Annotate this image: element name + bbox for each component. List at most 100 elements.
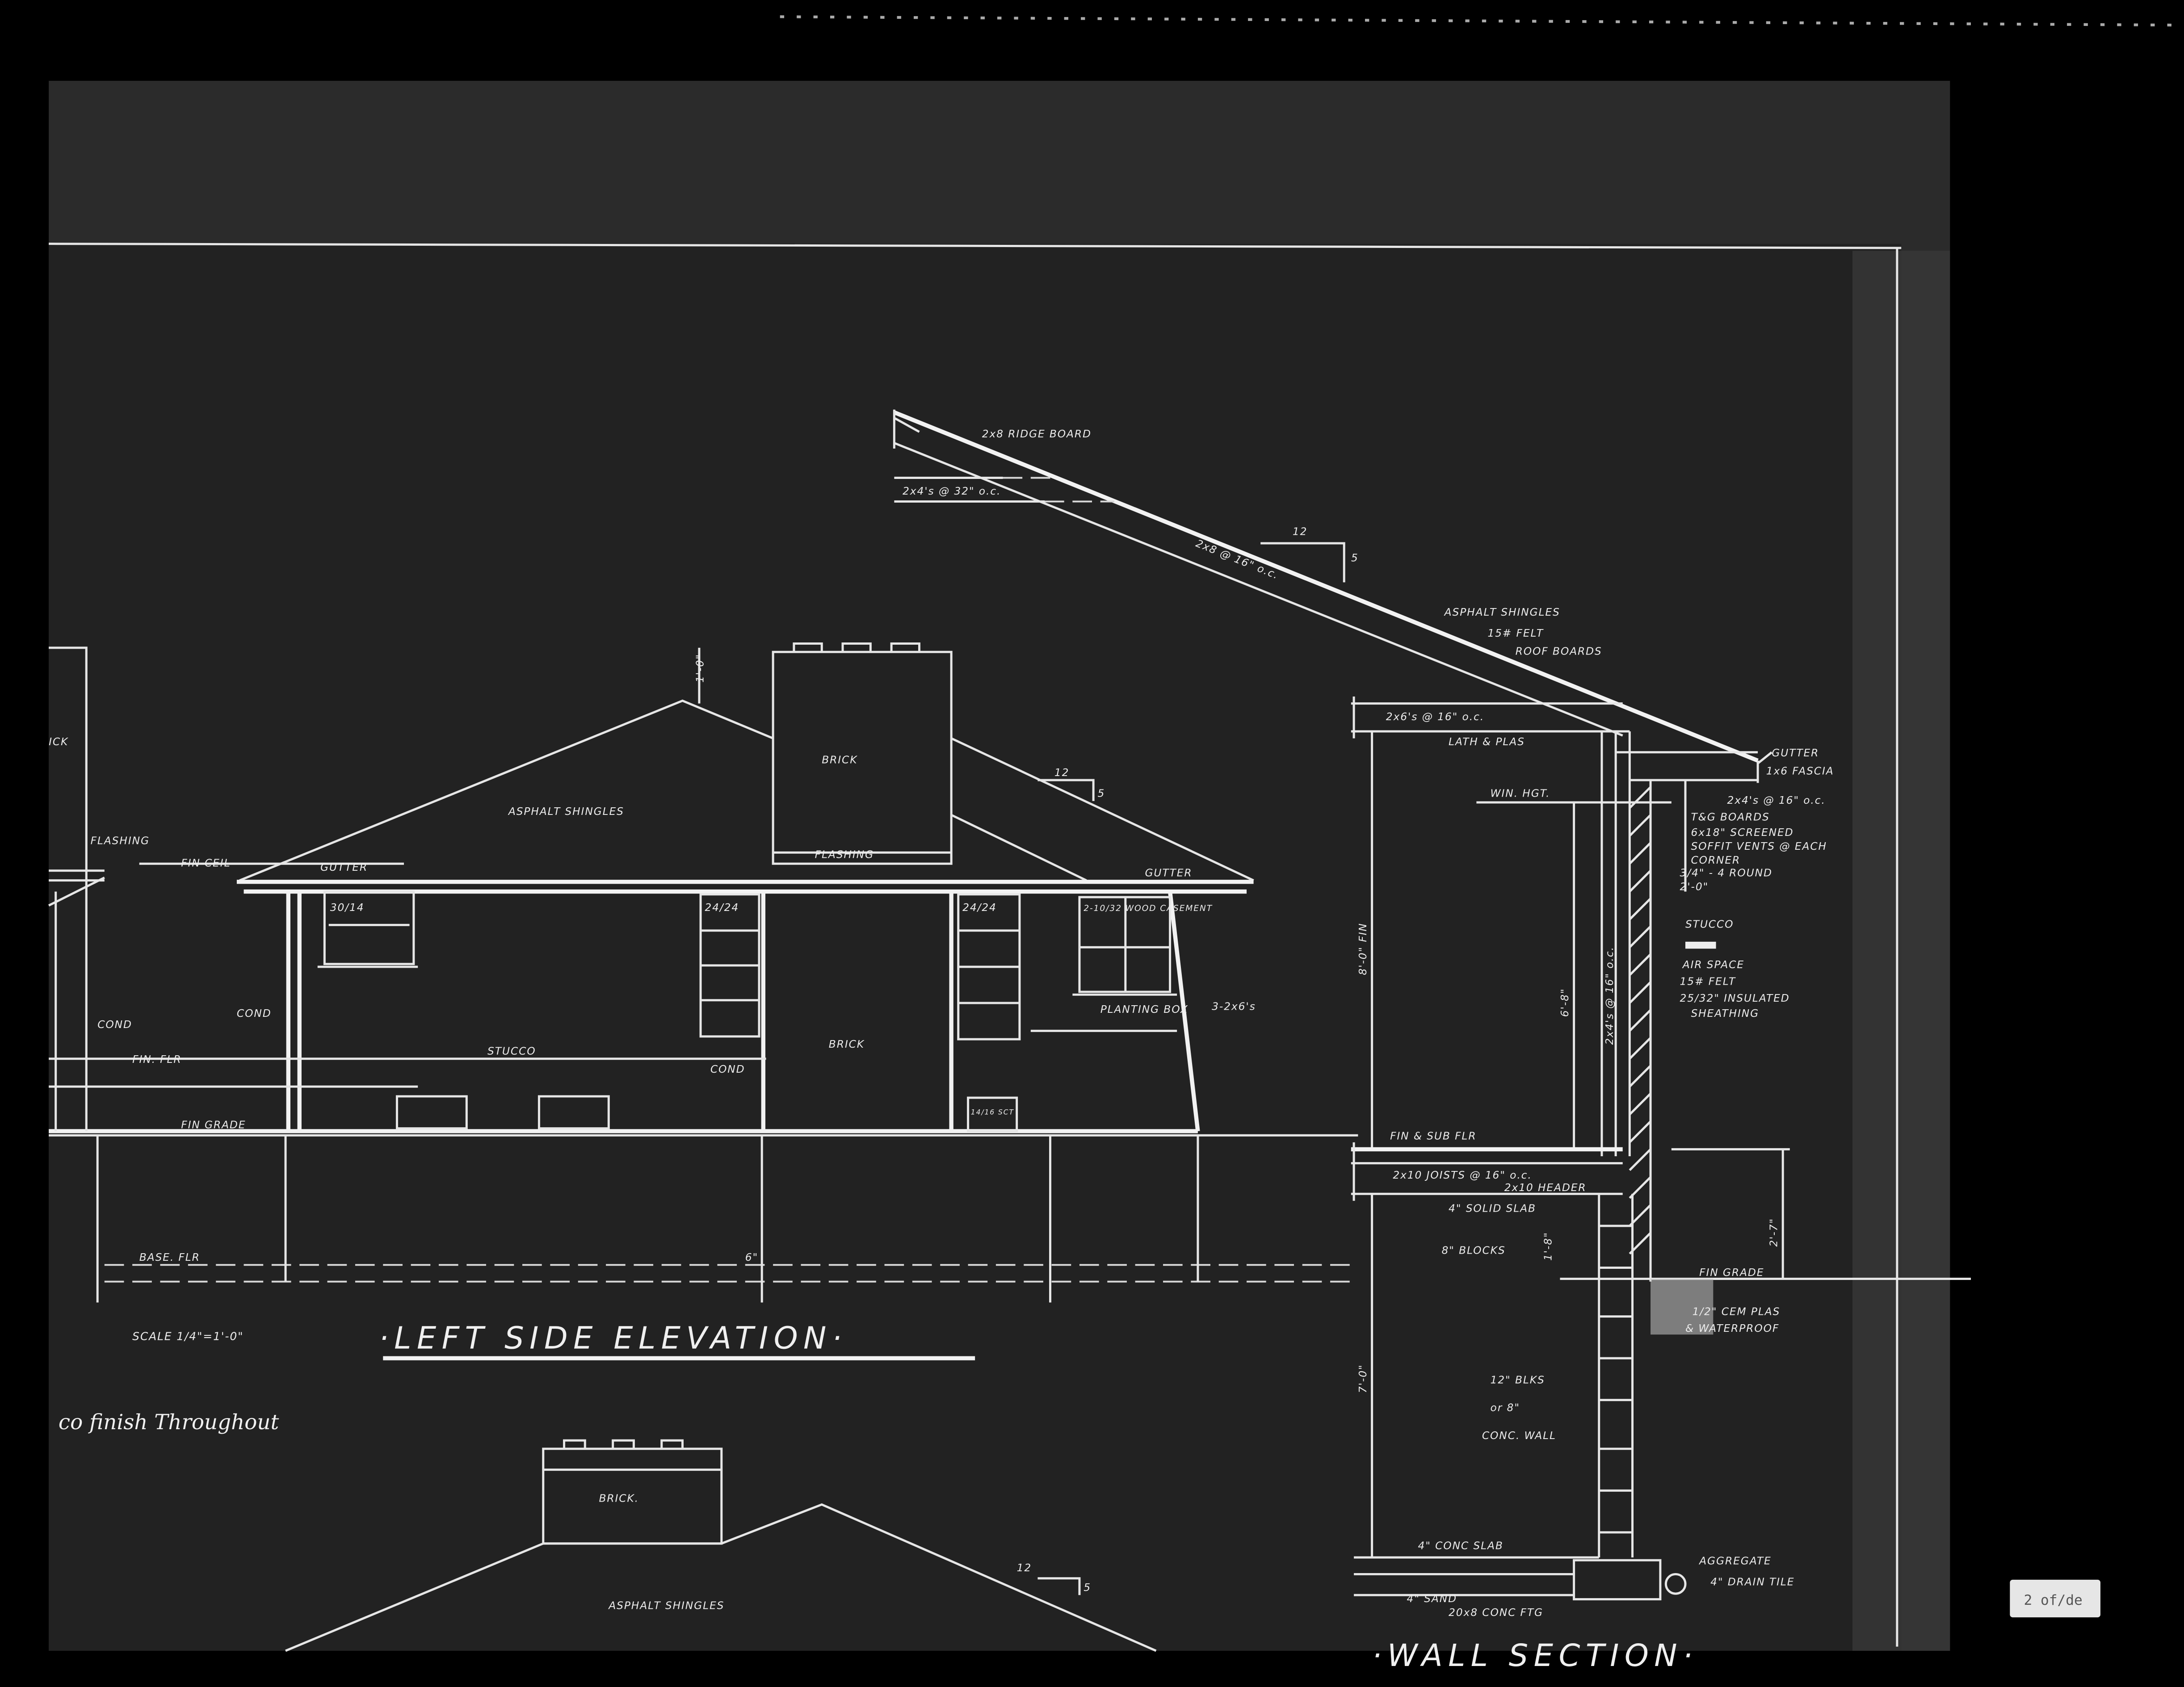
label-cem-plas: 1/2" CEM PLAS bbox=[1693, 1305, 1781, 1318]
chimney-flashing bbox=[698, 647, 952, 854]
wall-studs bbox=[1600, 731, 1652, 1282]
label-air-space: AIR SPACE bbox=[1682, 958, 1744, 971]
hip-roof bbox=[239, 699, 1254, 881]
drain-tile bbox=[1664, 1573, 1687, 1595]
lower-pitch-symbol bbox=[1037, 1577, 1081, 1595]
label-flashing: FLASHING bbox=[815, 848, 874, 861]
left-side-elevation: BRICK FLASHING FLASHING ASPHALT SHINGLES… bbox=[48, 642, 1358, 1435]
grade-line bbox=[1560, 1148, 1971, 1280]
label-header: 2x10 HEADER bbox=[1504, 1181, 1587, 1194]
label-collar: 2x4's @ 32" o.c. bbox=[903, 485, 1001, 497]
label-window-2: 24/24 bbox=[705, 901, 739, 914]
label-window-1: 30/14 bbox=[330, 901, 365, 914]
label-lower-brick: BRICK. bbox=[599, 1492, 638, 1504]
elevation-title: ·LEFT SIDE ELEVATION· bbox=[379, 1320, 847, 1356]
dimension-lines bbox=[1371, 731, 1687, 1150]
label-posts: 3-2x6's bbox=[1212, 1000, 1256, 1013]
label-blocks: 8" BLOCKS bbox=[1441, 1244, 1505, 1256]
label-shingles: ASPHALT SHINGLES bbox=[508, 805, 624, 818]
label-sand: 4" SAND bbox=[1407, 1592, 1457, 1605]
label-fin-grade: FIN GRADE bbox=[181, 1119, 246, 1131]
label-cond-1: COND bbox=[97, 1018, 132, 1031]
label-footing: 20x8 CONC FTG bbox=[1449, 1606, 1543, 1619]
label-gutter-right: GUTTER bbox=[1145, 866, 1192, 879]
pitch-symbol bbox=[1260, 542, 1345, 583]
label-shingles: ASPHALT SHINGLES bbox=[1444, 606, 1560, 618]
label-flashing-left: FLASHING bbox=[91, 835, 150, 847]
label-win-hgt: WIN. HGT. bbox=[1491, 787, 1550, 800]
label-base-dim: 7'-0" bbox=[1357, 1364, 1369, 1393]
label-stucco: STUCCO bbox=[1685, 918, 1734, 931]
sheet-tag-text: 2 of/de bbox=[2024, 1592, 2083, 1608]
sheet-tag bbox=[2010, 1579, 2100, 1618]
label-tg: T&G BOARDS bbox=[1691, 811, 1769, 823]
elev-pitch-symbol bbox=[1037, 779, 1095, 801]
finish-note: co finish Throughout bbox=[59, 1410, 279, 1435]
label-window-3: 24/24 bbox=[962, 901, 997, 914]
label-aggregate: AGGREGATE bbox=[1698, 1555, 1771, 1567]
drawing-area bbox=[49, 243, 1902, 1651]
label-blks-3: CONC. WALL bbox=[1482, 1429, 1556, 1442]
label-blks: 12" BLKS bbox=[1491, 1373, 1545, 1386]
lower-roof-elevation: BRICK. ASPHALT SHINGLES 12 5 bbox=[285, 1439, 1157, 1652]
label-insulated: 25/32" INSULATED bbox=[1680, 992, 1790, 1004]
label-lower-shingles: ASPHALT SHINGLES bbox=[608, 1599, 724, 1611]
label-block-dim: 1'-8" bbox=[1542, 1232, 1554, 1261]
label-pitch-run: 12 bbox=[1054, 766, 1069, 779]
stucco-swatch bbox=[1685, 941, 1716, 949]
label-sheathing: SHEATHING bbox=[1691, 1007, 1759, 1020]
label-fin-ceil: FIN CEIL bbox=[181, 856, 231, 869]
sheet-border bbox=[49, 243, 1902, 1647]
label-lower-pitch-run: 12 bbox=[1017, 1561, 1032, 1574]
label-fin-grade: FIN GRADE bbox=[1699, 1266, 1764, 1279]
planting-box bbox=[1030, 897, 1177, 1032]
chimney bbox=[772, 650, 953, 865]
label-base-flr: BASE. FLR bbox=[139, 1251, 200, 1263]
label-casement: 2-10/32 WOOD CASEMENT bbox=[1084, 904, 1213, 913]
basement-slab bbox=[1354, 1194, 1599, 1596]
label-studs: 2x4's @ 16" o.c. bbox=[1603, 946, 1616, 1045]
fin-ceil-line bbox=[49, 862, 404, 882]
label-lath: LATH & PLAS bbox=[1449, 735, 1525, 748]
label-conc-slab: 4" CONC SLAB bbox=[1418, 1539, 1503, 1552]
label-win-dim: 6'-8" bbox=[1558, 988, 1571, 1017]
wall-section-title: ·WALL SECTION· bbox=[1372, 1638, 1698, 1674]
label-subfloor: FIN & SUB FLR bbox=[1390, 1130, 1476, 1142]
label-overhang: 2'-0" bbox=[1680, 880, 1709, 893]
label-round: 3/4" - 4 ROUND bbox=[1680, 866, 1772, 879]
label-pitch-rise: 5 bbox=[1097, 787, 1105, 800]
foundation-wall bbox=[1598, 1194, 1634, 1558]
label-chimney-dim: 1'-0" bbox=[693, 654, 706, 683]
grade-hatch bbox=[1651, 1279, 1714, 1335]
label-vents-3: CORNER bbox=[1691, 854, 1740, 866]
bottom-scan-band bbox=[0, 1673, 2184, 1687]
label-felt: 15# FELT bbox=[1487, 627, 1544, 639]
base-floor-lines bbox=[104, 1264, 1358, 1283]
label-ceiling-height: 8'-0" FIN bbox=[1357, 923, 1369, 975]
label-solid-slab: 4" SOLID SLAB bbox=[1449, 1202, 1536, 1215]
lower-chimney bbox=[542, 1448, 723, 1545]
label-planting-box: PLANTING BOX bbox=[1100, 1003, 1189, 1016]
label-lookouts: 2x4's @ 16" o.c. bbox=[1727, 794, 1826, 806]
basement-window-2 bbox=[538, 1095, 610, 1130]
wall-section: 2x8 RIDGE BOARD 2x4's @ 32" o.c. 2x8 @ 1… bbox=[893, 409, 1971, 1674]
basement-window-1 bbox=[395, 1095, 468, 1130]
label-cond-2: COND bbox=[237, 1007, 272, 1020]
floor-lines bbox=[49, 1058, 766, 1088]
label-vents-2: SOFFIT VENTS @ EACH bbox=[1691, 840, 1827, 852]
label-pitch-run: 12 bbox=[1293, 525, 1307, 537]
chimney-caps bbox=[793, 642, 920, 652]
label-basement-window: 14/16 SCT bbox=[971, 1108, 1014, 1116]
label-ceiling-joists: 2x6's @ 16" o.c. bbox=[1386, 710, 1484, 723]
adjacent-wing bbox=[48, 646, 105, 1131]
label-joists: 2x10 JOISTS @ 16" o.c. bbox=[1393, 1169, 1532, 1181]
footing bbox=[1573, 1559, 1662, 1601]
label-brick-wall: BRICK bbox=[829, 1038, 865, 1050]
label-felt-2: 15# FELT bbox=[1680, 975, 1736, 987]
wall-lines bbox=[286, 891, 1200, 1132]
sheathing-hatch bbox=[1629, 786, 1651, 1255]
label-lower-pitch-rise: 5 bbox=[1084, 1581, 1091, 1594]
label-cond-3: COND bbox=[710, 1063, 745, 1075]
label-left-brick: ICK bbox=[49, 735, 68, 748]
